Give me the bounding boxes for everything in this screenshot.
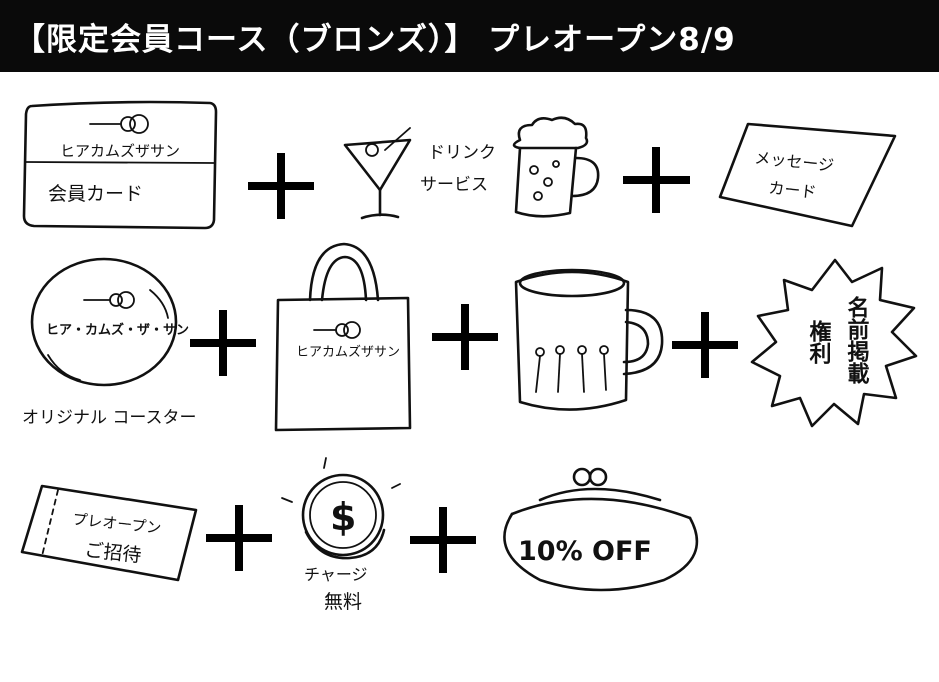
svg-text:$: $ [330,495,356,539]
coin-icon: $ [281,457,401,560]
drink-line2: サービス [420,175,488,195]
message-card-line1: メッセージ [754,148,835,175]
preopen-line2: ご招待 [83,539,142,567]
record-icon [30,257,178,387]
coaster-label: オリジナル コースター [22,408,197,428]
guitar-icon [313,321,361,339]
guitar-icon [89,114,149,134]
guitar-icon [83,291,135,309]
drink-line1: ドリンク [428,143,496,163]
plus-icon [410,507,476,573]
member-card: ヒアカムズザサン 会員カード [22,100,218,230]
title-banner: 【限定会員コース（ブロンズ）】 プレオープン8/9 [0,0,939,72]
message-card-line2: カード [768,178,818,202]
tote-brand: ヒアカムズザサン [296,344,400,360]
charge-line1: チャージ [304,565,368,584]
ticket-icon [20,484,198,582]
plus-icon [672,312,738,378]
name-listing-col1: 名前掲載 [844,295,870,385]
message-card: メッセージ カード [718,122,897,228]
coffee-mug-icon [514,268,664,411]
beer-mug-icon [512,116,600,218]
name-listing-col2: 権利 [806,319,832,365]
plus-icon [248,153,314,219]
page-title: 【限定会員コース（ブロンズ）】 プレオープン8/9 [14,21,736,58]
cocktail-glass-icon [343,127,412,220]
discount-label: 10% OFF [518,536,652,567]
plus-icon [190,310,256,376]
plus-icon [206,505,272,571]
charge-line2: 無料 [324,591,362,613]
preopen-line1: プレオープン [72,510,163,537]
coin-purse-icon [503,467,699,592]
plus-icon [432,304,498,370]
member-card-brand: ヒアカムズザサン [60,142,180,160]
tote-bag-icon: ヒアカムズザサン [274,242,412,432]
coaster-brand: ヒア・カムズ・ザ・サン [46,322,189,338]
starburst-icon [750,258,918,428]
member-card-label: 会員カード [48,183,143,205]
plus-icon [623,147,690,213]
